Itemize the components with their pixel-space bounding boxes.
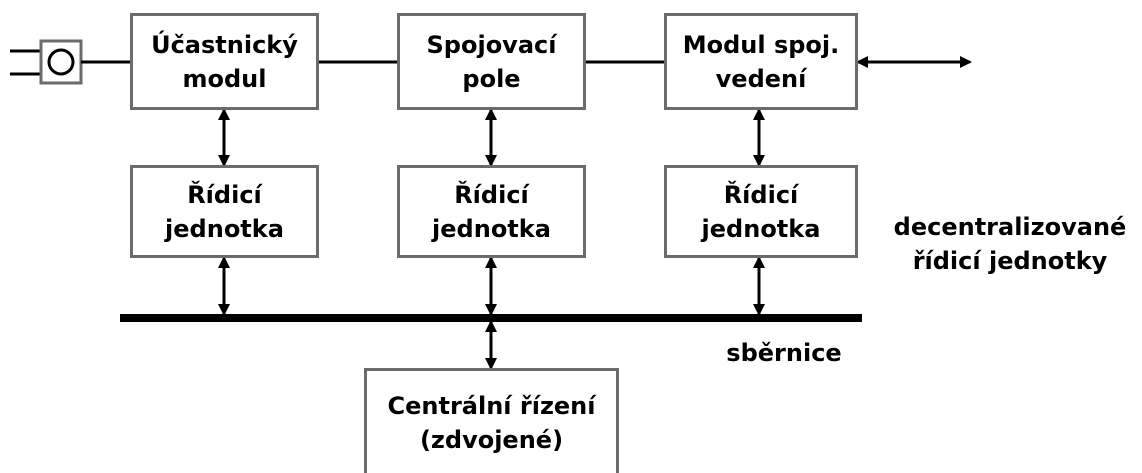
switching-field-label-line1: Spojovací: [426, 30, 557, 59]
central-control-label-line1: Centrální řízení: [387, 392, 596, 420]
control-unit-3-label-line2: jednotka: [701, 214, 821, 243]
subscriber-module-box: Účastnický modul: [130, 13, 319, 110]
subscriber-module-label-line2: modul: [182, 64, 267, 93]
decentralized-units-label-line1: decentralizované: [893, 213, 1127, 241]
trunk-module-label-line2: vedení: [715, 64, 807, 93]
control-unit-1-label-line1: Řídicí: [187, 180, 262, 209]
control-unit-box-3: Řídicí jednotka: [664, 165, 858, 258]
control-unit-box-2: Řídicí jednotka: [397, 165, 586, 258]
switching-field-box: Spojovací pole: [397, 13, 586, 110]
control-unit-box-1: Řídicí jednotka: [130, 165, 319, 258]
control-unit-1-label-line2: jednotka: [165, 214, 284, 243]
trunk-module-box: Modul spoj. vedení: [664, 13, 858, 110]
central-control-label-line2: (zdvojené): [419, 426, 564, 454]
bus-label: sběrnice: [718, 336, 850, 370]
decentralized-units-label: decentralizované řídicí jednotky: [883, 210, 1137, 278]
central-control-box: Centrální řízení (zdvojené): [364, 368, 619, 473]
bus-label-text: sběrnice: [726, 339, 842, 367]
subscriber-module-label-line1: Účastnický: [151, 30, 298, 59]
control-unit-2-label-line1: Řídicí: [454, 180, 529, 209]
decentralized-units-label-line2: řídicí jednotky: [912, 247, 1108, 275]
switching-field-label-line2: pole: [462, 64, 521, 93]
control-unit-3-label-line1: Řídicí: [723, 180, 799, 209]
control-unit-2-label-line2: jednotka: [432, 214, 551, 243]
trunk-module-label-line1: Modul spoj.: [682, 30, 840, 59]
subscriber-terminal-circle-icon: [47, 48, 75, 76]
